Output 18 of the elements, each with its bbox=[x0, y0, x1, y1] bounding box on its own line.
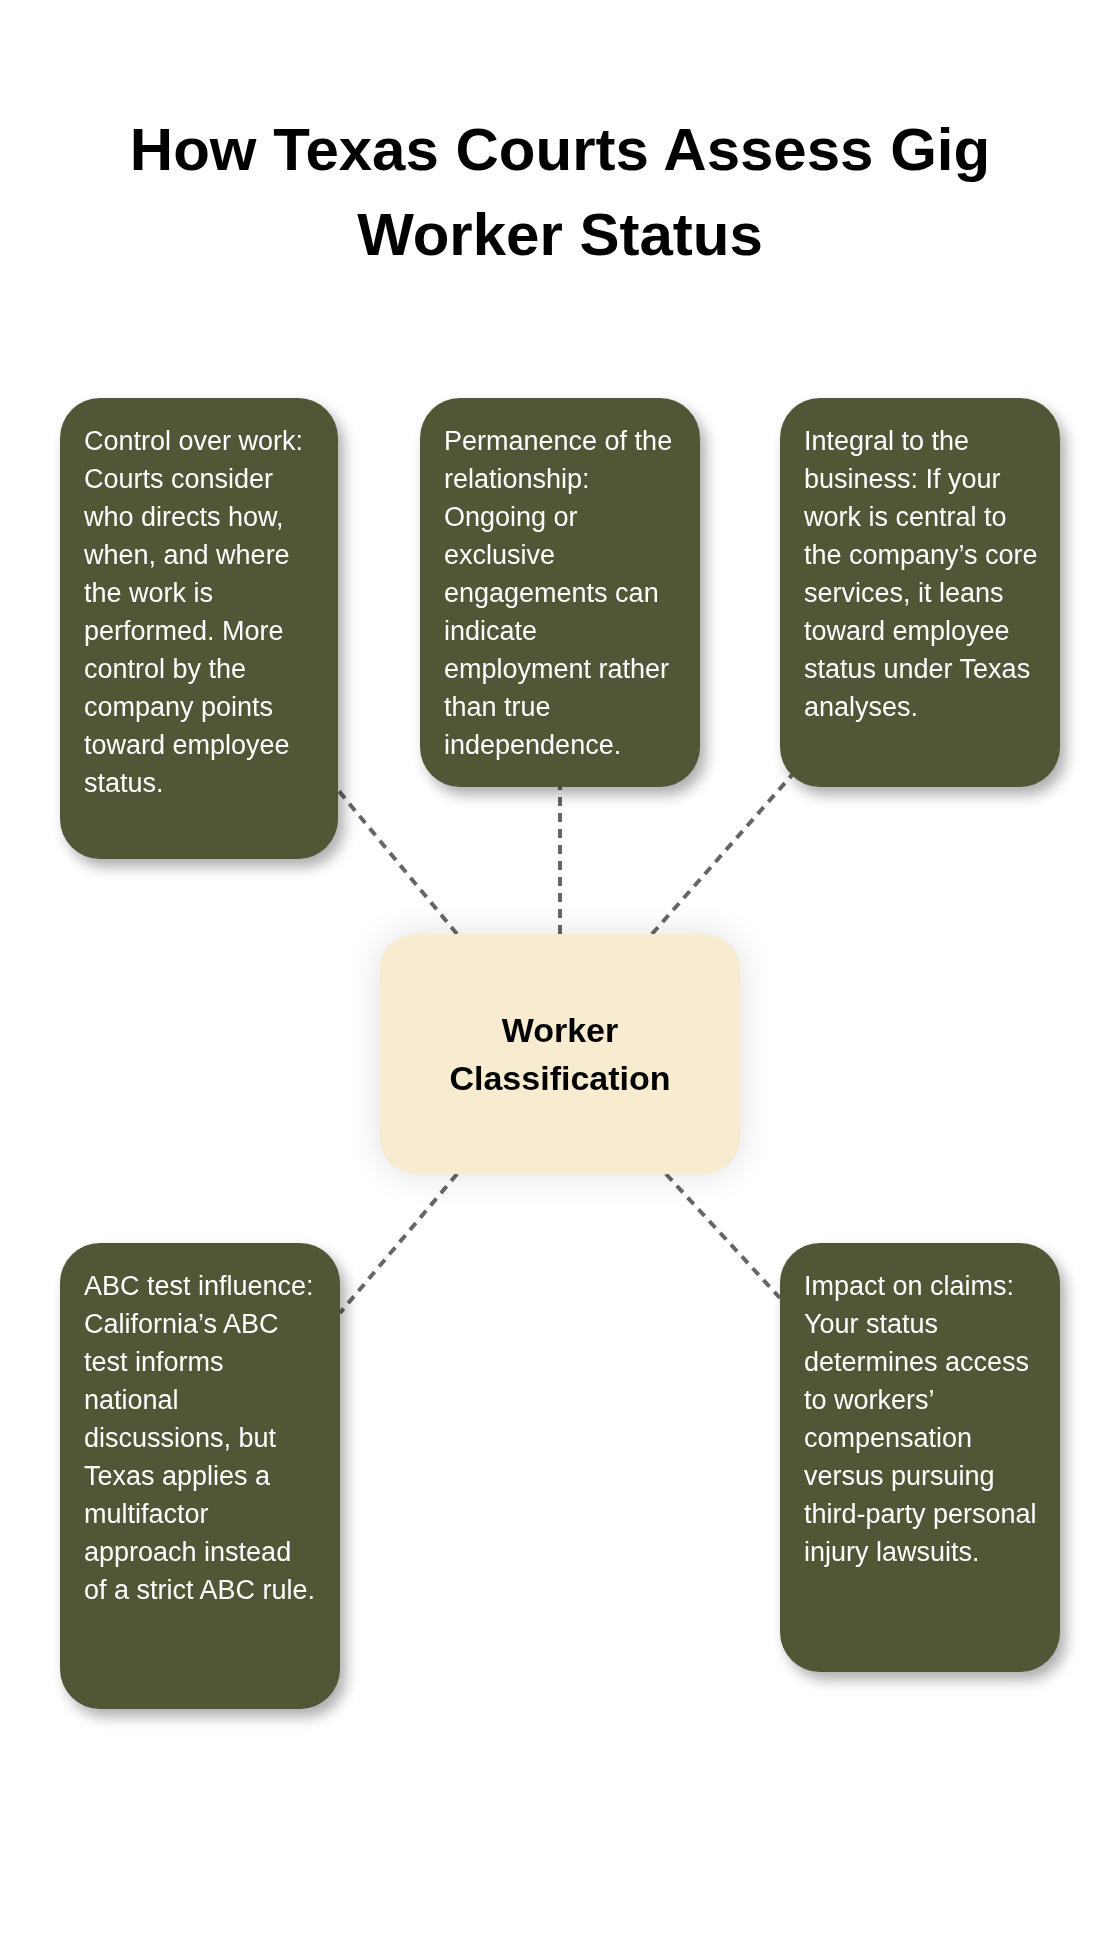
page-title: How Texas Courts Assess Gig Worker Status bbox=[128, 115, 992, 270]
factor-card bbox=[780, 398, 1060, 787]
factor-text: Integral to the business: If your work is central to the company’s core services, it leans toward employee status under Texas analyses. bbox=[804, 425, 1039, 724]
connector-line bbox=[338, 1172, 459, 1315]
factor-card bbox=[60, 1243, 340, 1709]
factor-text: Impact on claims: Your status determines access to workers’ compensation versus pursuing third-party personal injury lawsuits. bbox=[804, 1270, 1038, 1569]
factor-card bbox=[420, 398, 700, 787]
connector-line bbox=[664, 1172, 782, 1300]
factor-text: Permanence of the relationship: Ongoing or exclusive engagements can indicate employment rather than true independence. bbox=[444, 425, 674, 762]
connector-line bbox=[650, 773, 794, 936]
connector-line bbox=[336, 788, 459, 936]
topic-title: Worker Classification bbox=[448, 1010, 672, 1099]
factor-card bbox=[60, 398, 338, 859]
topic-box bbox=[380, 934, 740, 1174]
connector-line bbox=[558, 787, 562, 934]
factor-card bbox=[780, 1243, 1060, 1672]
factor-text: ABC test influence: California’s ABC test informs national discussions, but Texas applies a multifactor approach instead of a strict ABC rule. bbox=[84, 1270, 317, 1607]
factor-text: Control over work: Courts consider who directs how, when, and where the work is performed. More control by the company points toward employee status. bbox=[84, 425, 305, 800]
